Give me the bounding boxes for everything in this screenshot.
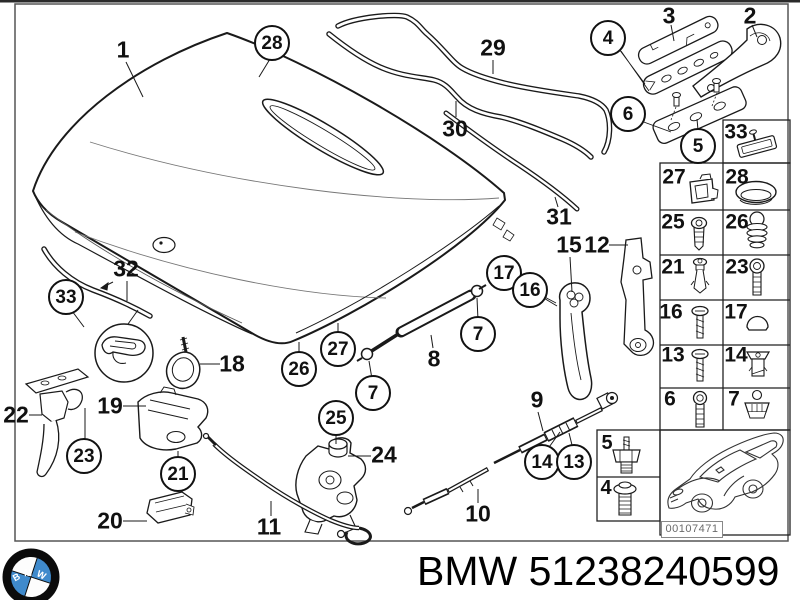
callout-8: 8 [427, 345, 441, 372]
callout-7-lower: 7 [355, 375, 391, 411]
top-rule [0, 0, 800, 3]
callout-16: 16 [512, 272, 548, 308]
lock-upper [137, 386, 209, 451]
grid-label-25: 25 [661, 210, 685, 234]
callout-21: 21 [160, 456, 196, 492]
parts-grid-lines [596, 119, 791, 536]
expanding-rivet-icon [690, 257, 710, 294]
hood-panel-drawing [31, 31, 515, 345]
image-code: 00107471 [661, 521, 723, 538]
grid-label-6: 6 [664, 387, 676, 411]
callout-13: 13 [556, 444, 592, 480]
grid-label-7: 7 [728, 387, 740, 411]
callout-7-upper: 7 [460, 316, 496, 352]
grid-label-27: 27 [662, 165, 686, 189]
diagram-border [14, 3, 789, 542]
hood-lock-assembly [295, 437, 367, 535]
grid-label-23: 23 [725, 255, 749, 279]
gas-strut [356, 284, 487, 362]
grid-label-28: 28 [725, 165, 749, 189]
clip-icon [689, 173, 719, 204]
flange-bolt-icon [613, 481, 637, 516]
callout-30: 30 [442, 115, 468, 142]
callout-15: 15 [556, 231, 582, 258]
callout-25: 25 [318, 400, 354, 436]
callout-18: 18 [219, 350, 245, 377]
expanding-nut-icon [745, 351, 771, 377]
seal-detail-magnifier [94, 309, 154, 383]
grid-label-21: 21 [661, 255, 685, 279]
callout-1: 1 [116, 36, 130, 63]
callout-4: 4 [590, 20, 626, 56]
callout-14: 14 [524, 444, 560, 480]
callout-31: 31 [546, 203, 572, 230]
hinge-assembly [637, 15, 782, 144]
lock-lower-bracket [146, 491, 195, 524]
callout-19: 19 [97, 392, 123, 419]
svg-text:BMW: BMW [11, 568, 51, 584]
bmw-logo: BMW [2, 548, 60, 600]
striker-hook [165, 336, 201, 390]
grid-label-13: 13 [661, 343, 685, 367]
plastic-nut-icon [744, 389, 770, 419]
callout-5: 5 [680, 128, 716, 164]
bolt-icon [692, 390, 708, 428]
callout-11: 11 [256, 513, 282, 540]
callout-29: 29 [480, 34, 506, 61]
brand-text: BMW [417, 548, 518, 594]
callout-27: 27 [320, 331, 356, 367]
safety-catch-lever [24, 368, 90, 478]
callout-32: 32 [113, 255, 139, 282]
buffer-icon [746, 211, 768, 249]
grid-label-4: 4 [600, 477, 612, 499]
grid-label-33: 33 [724, 120, 748, 144]
grid-label-16: 16 [659, 300, 683, 324]
callout-9: 9 [530, 386, 544, 413]
callout-2: 2 [743, 2, 757, 29]
callout-23: 23 [66, 438, 102, 474]
callout-28: 28 [254, 25, 290, 61]
callout-33: 33 [48, 279, 84, 315]
release-handle [558, 282, 593, 401]
car-thumbnail [667, 432, 784, 513]
bmw-logo-letters: BMW [11, 568, 47, 584]
callout-10: 10 [465, 500, 491, 527]
screw-icon [691, 348, 709, 382]
cap-icon [746, 315, 769, 331]
handle-bracket [620, 237, 655, 357]
callout-12: 12 [584, 231, 610, 258]
callout-20: 20 [97, 507, 123, 534]
callout-22: 22 [3, 401, 29, 428]
grommet-icon [735, 180, 777, 205]
grid-label-17: 17 [724, 300, 748, 324]
weatherstrips [41, 12, 613, 319]
callout-26: 26 [281, 351, 317, 387]
grid-label-5: 5 [601, 432, 613, 454]
callout-3: 3 [662, 2, 676, 29]
clamp-icon [736, 129, 778, 158]
part-number-text: 51238240599 [528, 548, 780, 594]
part-title: BMW 51238240599 [417, 548, 779, 595]
callout-24: 24 [371, 441, 397, 468]
bolt-icon [749, 258, 765, 296]
grid-label-26: 26 [725, 210, 749, 234]
screw-icon [690, 216, 708, 251]
callout-6: 6 [610, 96, 646, 132]
stud-bolt-icon [612, 436, 641, 474]
grid-label-14: 14 [724, 343, 748, 367]
bowden-cables [202, 391, 619, 546]
screw-icon [691, 305, 709, 339]
